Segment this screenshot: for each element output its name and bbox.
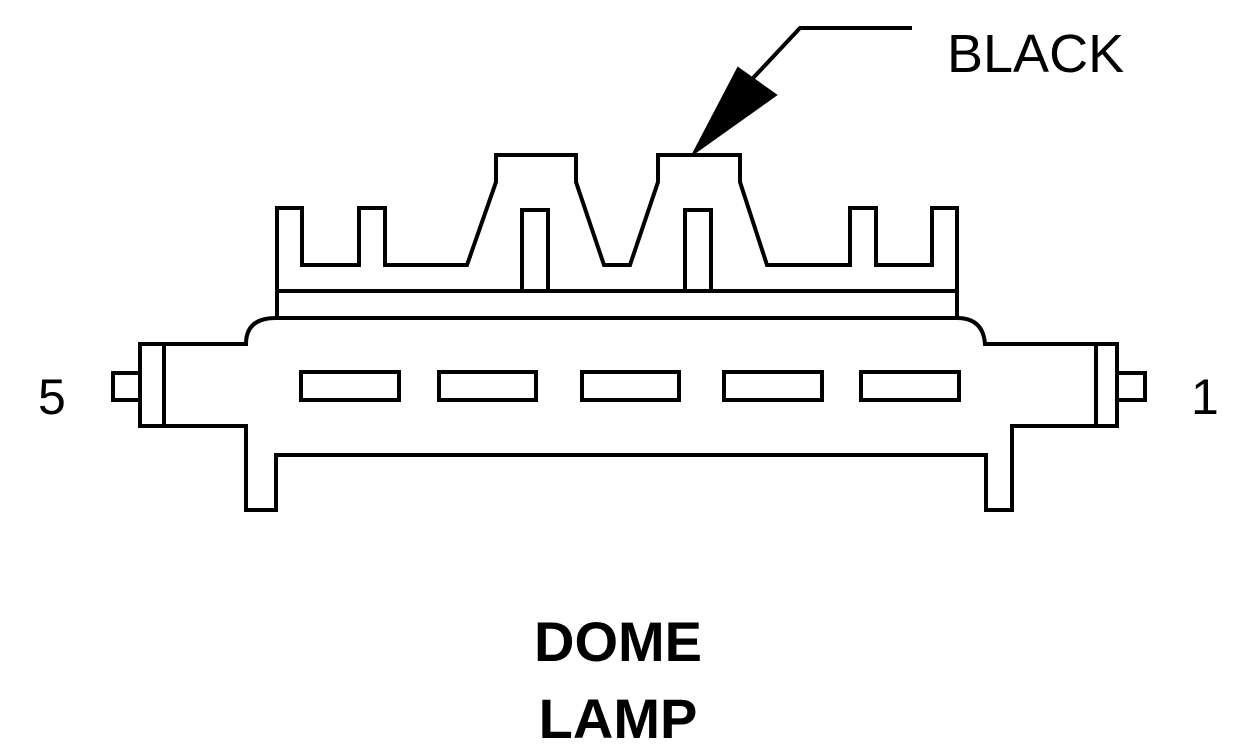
latch-post-right (683, 208, 713, 293)
right-peg (1115, 371, 1147, 402)
latch-post-left (520, 208, 550, 293)
callout-leader-line (738, 26, 912, 94)
terminal-cavity (722, 370, 824, 402)
diagram-title-line2: LAMP (539, 687, 698, 750)
pin-5-label: 5 (38, 369, 66, 425)
connector-body-outline (138, 316, 1098, 512)
terminal-cavity (437, 370, 538, 402)
terminal-cavity (299, 370, 401, 402)
diagram-title-line1: DOME (534, 610, 702, 673)
pin-1-label: 1 (1191, 369, 1219, 425)
right-flange (1094, 342, 1119, 428)
left-peg (111, 371, 142, 402)
connector-latch-outline (275, 153, 959, 320)
terminal-cavity (580, 370, 681, 402)
wire-color-label: BLACK (947, 24, 1124, 84)
callout-arrowhead (692, 66, 778, 155)
terminal-cavity (859, 370, 961, 402)
